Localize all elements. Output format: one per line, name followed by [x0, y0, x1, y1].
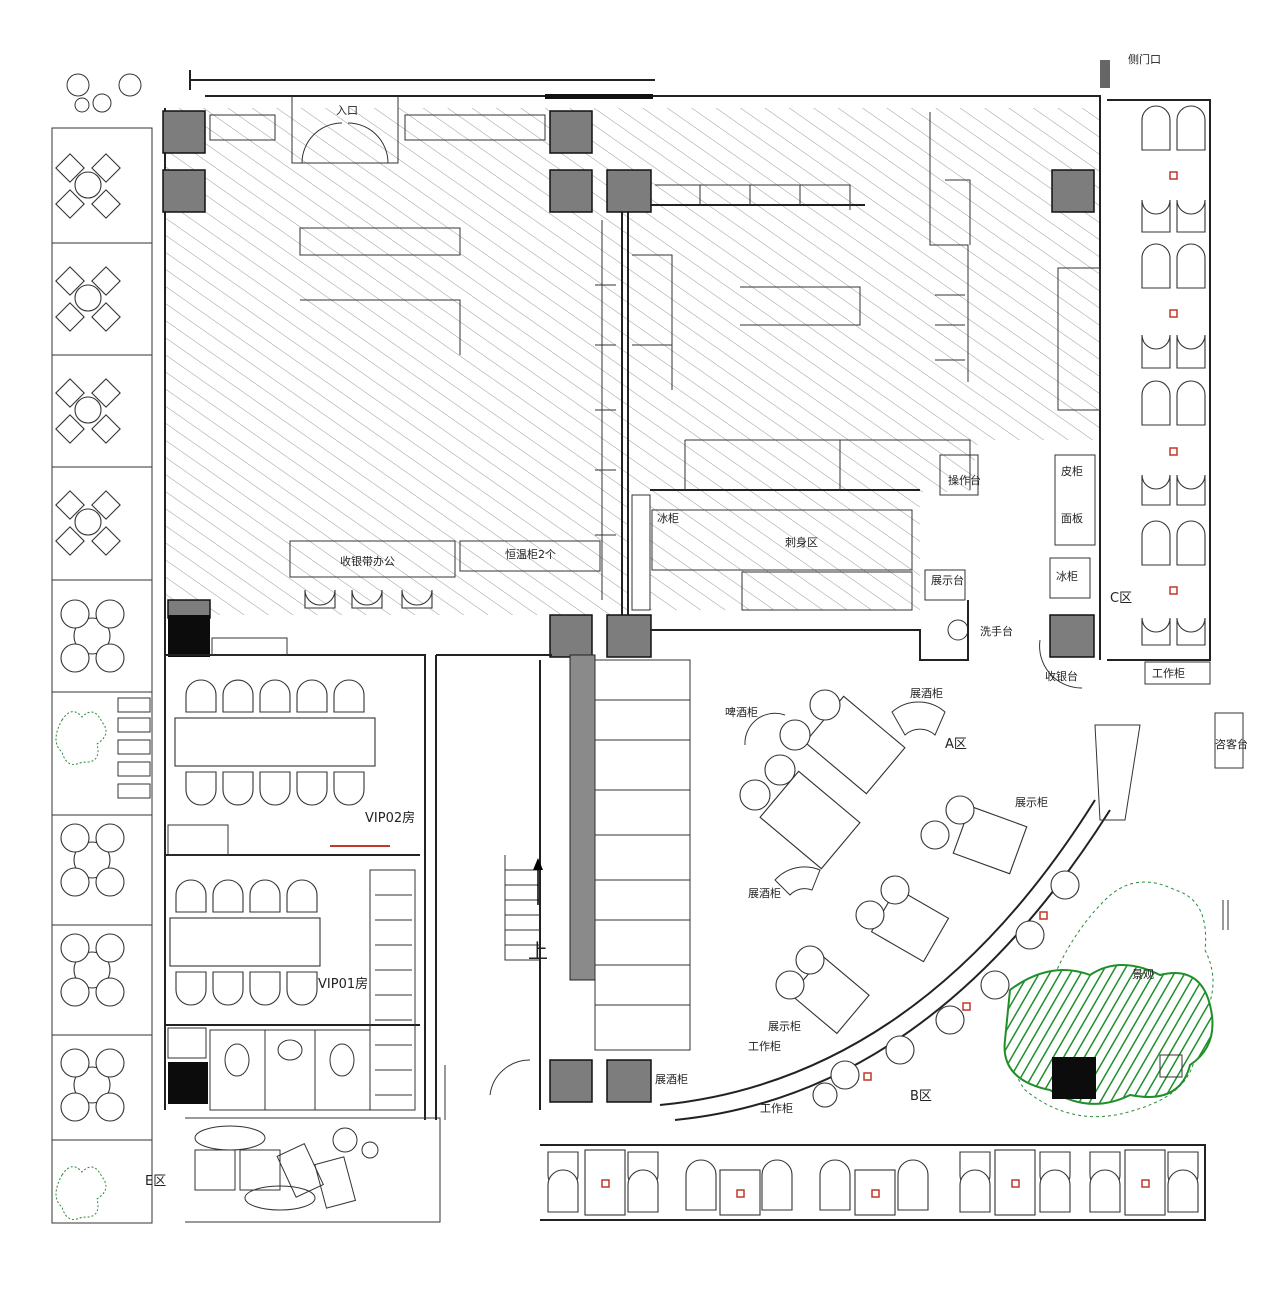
terrace-tables: E区	[51, 73, 166, 1224]
a-zone-chairs	[739, 689, 1080, 1108]
vip02-label: VIP02房	[365, 810, 415, 826]
table-set	[60, 1048, 125, 1122]
table-set	[55, 266, 121, 332]
warm-cabinet-label: 恒温柜2个	[505, 548, 556, 561]
beer-cabinet-label: 啤酒柜	[725, 705, 758, 719]
a-zone-label: A区	[945, 737, 967, 752]
table-set	[55, 153, 121, 219]
table-set	[60, 823, 125, 897]
ice-cabinet-2-label: 冰柜	[1056, 570, 1078, 583]
work-cabinet-1-label: 工作柜	[1152, 667, 1185, 680]
planter	[55, 711, 107, 1220]
leather-cabinet-top-label: 皮柜	[1061, 465, 1083, 478]
cashier-label: 收银台	[1045, 669, 1078, 683]
ice-cabinet-label: 冰柜	[657, 512, 679, 525]
display-cabinet-4-label: 展示柜	[768, 1020, 801, 1033]
sashimi-area: 冰柜 刺身区 操作台 皮柜 面板 冰柜 展示台 洗手台 收银台	[631, 454, 1096, 689]
up-label: 上	[528, 939, 548, 963]
vip01-label: VIP01房	[318, 976, 368, 992]
landscape-garden: 景观	[1003, 881, 1229, 1118]
a-b-zone-seating: A区 B区 啤酒柜 展酒柜 展示柜 展酒柜 展示柜 展酒柜 工作柜	[655, 687, 1141, 1121]
work-cabinet-3-label: 工作柜	[760, 1102, 793, 1115]
c-zone-booths: C区 工作柜 咨客台 侧门口	[1107, 52, 1248, 769]
display-cabinet-1-label: 展酒柜	[910, 687, 943, 700]
umbrella-stand	[66, 73, 142, 113]
lounge-seating	[185, 1117, 441, 1223]
entrance-label: 入口	[336, 104, 358, 117]
table-set	[55, 378, 121, 444]
top-right-tag: 侧门口	[1128, 52, 1161, 66]
staircase: 上	[435, 654, 691, 1120]
display-cabinet-3-label: 展酒柜	[748, 887, 781, 900]
display-table-label: 展示台	[931, 573, 964, 587]
vip-rooms: VIP02房 VIP01房	[164, 637, 426, 1120]
vip02-chairs	[185, 679, 365, 806]
c-zone-chairs	[1141, 105, 1206, 646]
work-cabinet-2-label: 工作柜	[748, 1040, 781, 1053]
table-set	[60, 599, 125, 673]
c-zone-label: C区	[1110, 591, 1132, 606]
display-cabinet-5-label: 展酒柜	[655, 1073, 688, 1086]
sashimi-label: 刺身区	[785, 535, 818, 549]
scenery-label: 景观	[1132, 968, 1154, 981]
e-zone-label: E区	[145, 1174, 166, 1189]
south-booth-chairs	[547, 1151, 1199, 1213]
b-zone-label: B区	[910, 1089, 932, 1104]
south-booths	[540, 1144, 1206, 1221]
cashier-office-area: 收银带办公 恒温柜2个	[289, 540, 601, 609]
service-desk-label: 咨客台	[1215, 737, 1248, 751]
vip01-chairs	[175, 879, 318, 1006]
kitchen-area: 入口	[164, 70, 1101, 660]
table-set	[60, 933, 125, 1007]
wash-table-label: 洗手台	[980, 624, 1013, 638]
display-cabinet-2-label: 展示柜	[1015, 796, 1048, 809]
table-set	[55, 490, 121, 556]
leather-cabinet-bottom-label: 面板	[1061, 511, 1083, 525]
cashier-office-label: 收银带办公	[340, 554, 395, 568]
operation-table-label: 操作台	[948, 473, 981, 487]
